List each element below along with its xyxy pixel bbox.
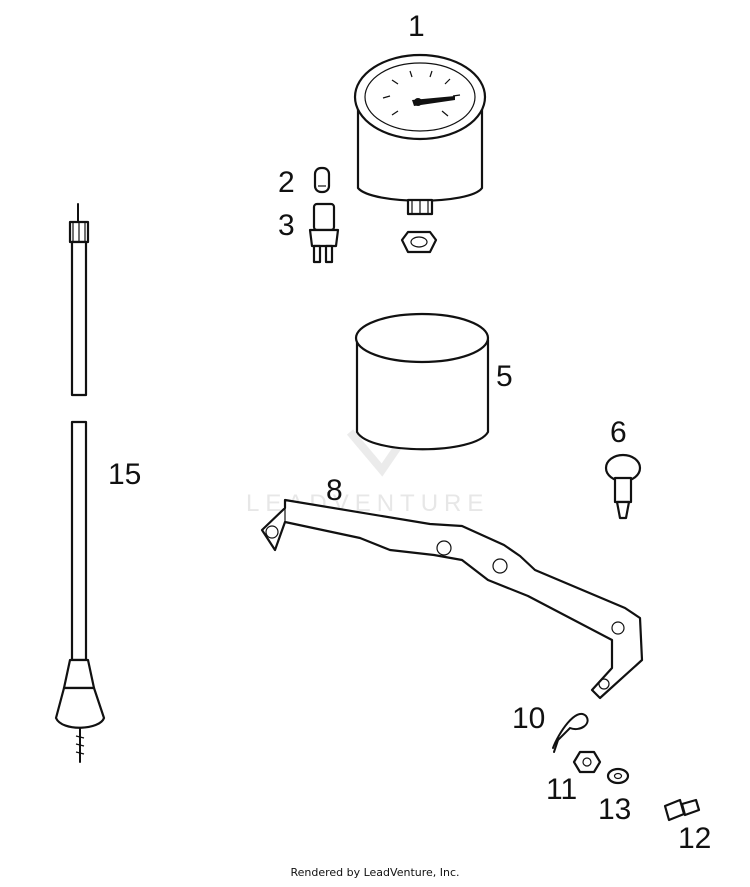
callout-11: 11 [546,773,577,806]
callout-10: 10 [512,702,545,735]
part-1-nut[interactable] [400,230,438,254]
part-5-cup[interactable] [354,312,490,451]
callout-8: 8 [326,474,343,507]
callout-2: 2 [278,166,295,199]
part-6-pin[interactable] [604,453,642,520]
part-13-washer[interactable] [606,767,630,785]
gauge-needle [412,96,455,106]
callout-6: 6 [610,416,627,449]
part-2-bulb[interactable] [313,166,331,194]
part-8-bracket[interactable] [260,498,644,700]
gauge-markings [382,70,461,117]
callout-13: 13 [598,793,631,826]
part-11-nut[interactable] [572,750,602,774]
callout-5: 5 [496,360,513,393]
callout-1: 1 [408,10,425,43]
part-12-bolt[interactable] [663,798,701,822]
callout-15: 15 [108,458,141,491]
part-1-speedometer[interactable] [353,53,487,216]
part-3-socket[interactable] [308,202,340,264]
callout-12: 12 [678,822,711,855]
callout-3: 3 [278,209,295,242]
part-15-cable[interactable] [54,203,106,763]
part-10-clip[interactable] [552,712,589,753]
footer-credit: Rendered by LeadVenture, Inc. [290,866,460,879]
